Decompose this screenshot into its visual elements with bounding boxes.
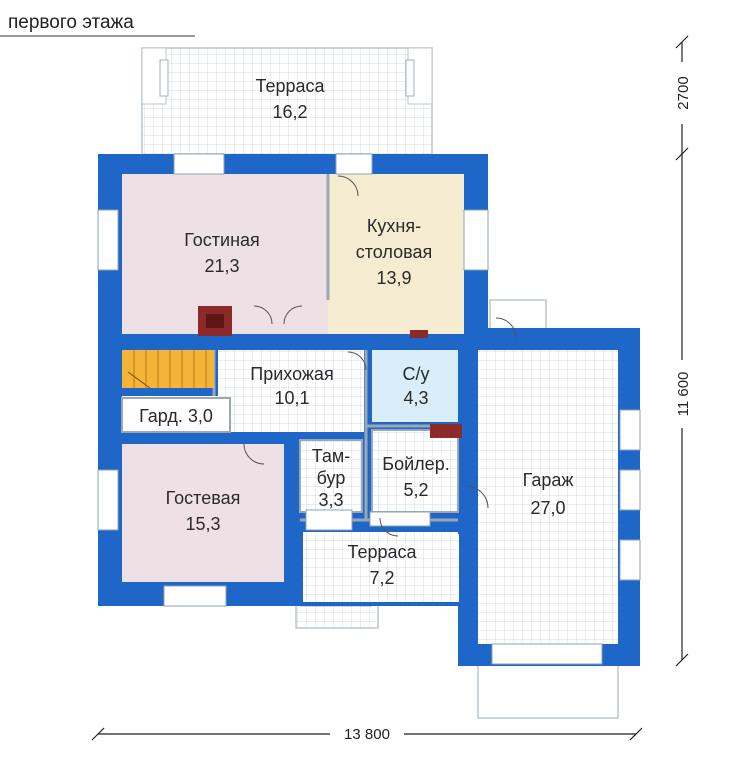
- guest-name: Гостевая: [166, 488, 241, 508]
- door-swings: [243, 175, 517, 537]
- terrace-bottom-area: 7,2: [369, 568, 394, 588]
- kitchen-name-2: столовая: [356, 242, 433, 262]
- living-name: Гостиная: [184, 230, 260, 250]
- stair-treads: [127, 350, 207, 389]
- living-area: 21,3: [204, 256, 239, 276]
- boiler-unit: [430, 424, 462, 438]
- height-dimension: 11 600: [675, 372, 692, 417]
- terrace-top-area: 16,2: [272, 102, 307, 122]
- width-dimension: 13 800: [344, 726, 390, 743]
- dimension-lines: [91, 35, 689, 741]
- boiler-area: 5,2: [403, 480, 428, 500]
- terrace-bottom-name: Терраса: [347, 542, 417, 562]
- inner-bearing-walls: [118, 334, 478, 594]
- hall-name: Прихожая: [250, 364, 333, 384]
- kitchen-name-1: Кухня-: [367, 216, 421, 236]
- garage-name: Гараж: [523, 470, 574, 490]
- garage-area: 27,0: [530, 498, 565, 518]
- wardrobe-label: Гард. 3,0: [139, 406, 213, 426]
- guest-area: 15,3: [185, 514, 220, 534]
- terrace-dimension: 2700: [675, 76, 692, 109]
- vestibule-name-2: бур: [317, 468, 346, 488]
- stove: [410, 330, 428, 338]
- garage-floor: [478, 350, 618, 644]
- vestibule-name-1: Там-: [312, 446, 351, 466]
- garage-apron: [477, 299, 619, 719]
- kitchen-area: 13,9: [376, 268, 411, 288]
- boiler-name: Бойлер.: [382, 454, 449, 474]
- terrace-top-name: Терраса: [255, 76, 325, 96]
- kitchen-floor: [328, 174, 464, 334]
- plan-title: первого этажа: [8, 12, 134, 33]
- windows: [97, 153, 641, 665]
- vestibule-area: 3,3: [318, 490, 343, 510]
- bath-area: 4,3: [403, 388, 428, 408]
- bath-name: С/у: [403, 364, 430, 384]
- hall-area: 10,1: [274, 388, 309, 408]
